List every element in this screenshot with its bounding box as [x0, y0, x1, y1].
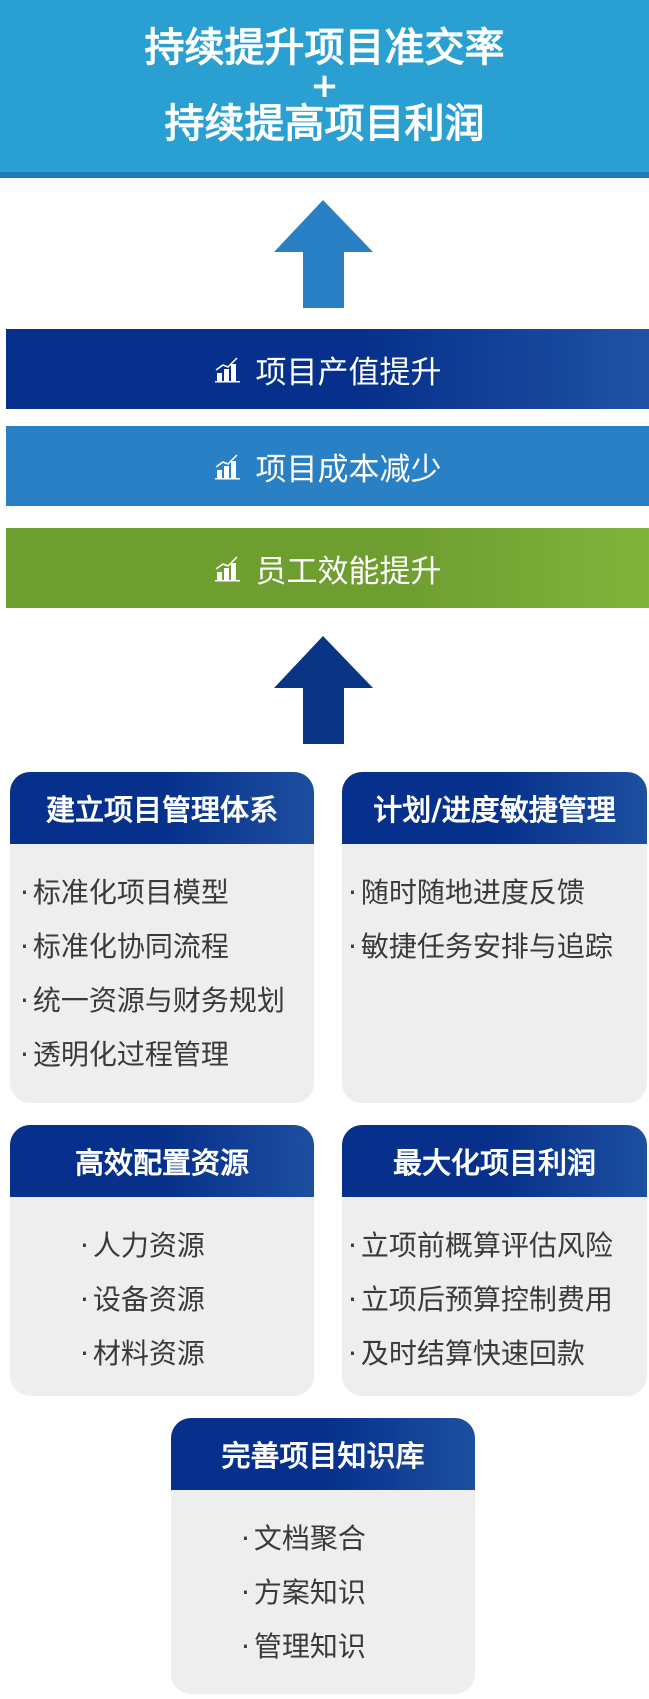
card-project-management-system: 建立项目管理体系 标准化项目模型 标准化协同流程 统一资源与财务规划 透明化过程… [10, 772, 314, 1103]
bar-chart-up-icon [214, 357, 240, 383]
list-item: 管理知识 [241, 1620, 475, 1674]
card-knowledge-base: 完善项目知识库 文档聚合 方案知识 管理知识 [171, 1418, 475, 1694]
result-label: 项目成本减少 [255, 451, 442, 488]
result-bar-output: 项目产值提升 [6, 329, 649, 409]
card-title: 最大化项目利润 [342, 1125, 647, 1197]
list-item: 及时结算快速回款 [348, 1327, 647, 1381]
result-label: 项目产值提升 [255, 354, 442, 391]
up-arrow-icon [274, 636, 373, 744]
list-item: 随时随地进度反馈 [348, 866, 647, 920]
list-item: 统一资源与财务规划 [20, 974, 314, 1028]
list-item: 文档聚合 [241, 1512, 475, 1566]
list-item: 透明化过程管理 [20, 1028, 314, 1082]
goal-line-2: 持续提高项目利润 [164, 101, 485, 147]
list-item: 材料资源 [80, 1327, 314, 1381]
goal-plus: + [310, 66, 339, 106]
list-item: 人力资源 [80, 1219, 314, 1273]
card-resource-allocation: 高效配置资源 人力资源 设备资源 材料资源 [10, 1125, 314, 1396]
card-title: 高效配置资源 [10, 1125, 314, 1197]
card-title: 计划/进度敏捷管理 [342, 772, 647, 844]
result-bar-cost: 项目成本减少 [6, 426, 649, 506]
list-item: 方案知识 [241, 1566, 475, 1620]
list-item: 立项后预算控制费用 [348, 1273, 647, 1327]
result-label: 员工效能提升 [255, 553, 442, 590]
card-title: 建立项目管理体系 [10, 772, 314, 844]
list-item: 设备资源 [80, 1273, 314, 1327]
card-title: 完善项目知识库 [171, 1418, 475, 1490]
card-agile-schedule: 计划/进度敏捷管理 随时随地进度反馈 敏捷任务安排与追踪 [342, 772, 647, 1103]
bar-chart-up-icon [214, 454, 240, 480]
list-item: 标准化项目模型 [20, 866, 314, 920]
list-item: 敏捷任务安排与追踪 [348, 920, 647, 974]
card-maximize-profit: 最大化项目利润 立项前概算评估风险 立项后预算控制费用 及时结算快速回款 [342, 1125, 647, 1396]
list-item: 立项前概算评估风险 [348, 1219, 647, 1273]
bar-chart-up-icon [214, 556, 240, 582]
goal-line-1: 持续提升项目准交率 [144, 25, 505, 71]
goal-banner: 持续提升项目准交率 + 持续提高项目利润 [0, 0, 649, 178]
list-item: 标准化协同流程 [20, 920, 314, 974]
result-bar-efficiency: 员工效能提升 [6, 528, 649, 608]
up-arrow-icon [274, 200, 373, 308]
